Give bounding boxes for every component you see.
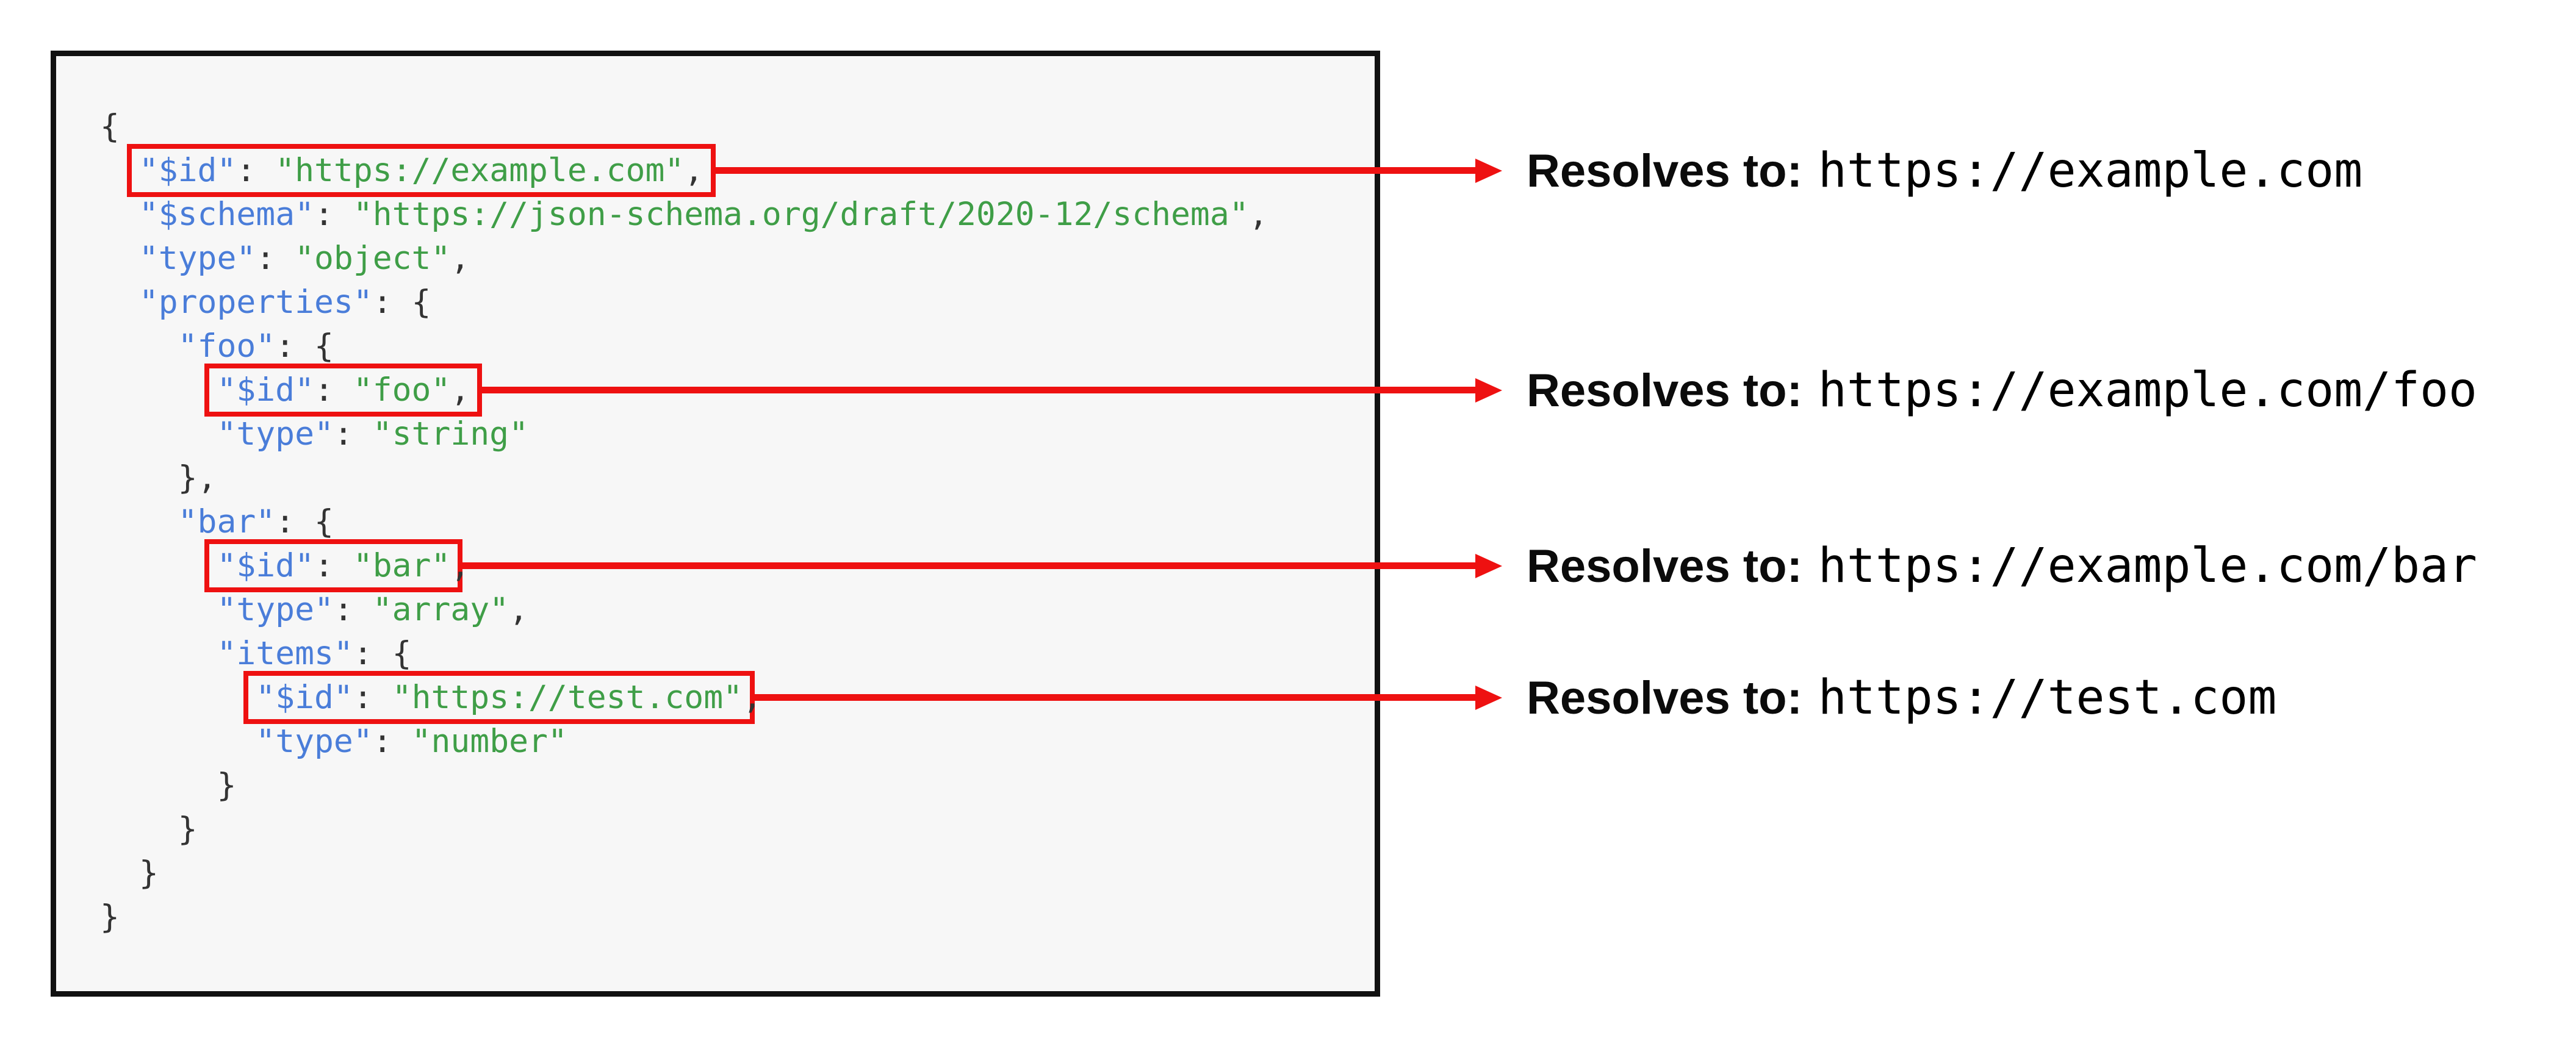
json-punctuation: : { — [275, 328, 334, 365]
json-key: "foo" — [178, 328, 276, 365]
code-line: "properties": { — [100, 281, 1375, 324]
json-string: "https://json-schema.org/draft/2020-12/s… — [353, 196, 1249, 233]
json-punctuation: : — [314, 196, 353, 233]
json-key: "$id" — [256, 679, 353, 716]
code-line: "$id": "https://example.com", — [100, 144, 1375, 197]
code-line: { — [100, 105, 1375, 149]
json-string: "array" — [372, 591, 509, 628]
json-punctuation: }, — [178, 459, 217, 496]
code-line: "type": "array", — [100, 588, 1375, 632]
highlight-box-2: "$id": "bar" — [204, 539, 463, 592]
json-punctuation: : — [372, 723, 412, 760]
json-punctuation: : { — [275, 503, 334, 540]
code-line: } — [100, 895, 1375, 939]
code-line: "$schema": "https://json-schema.org/draf… — [100, 193, 1375, 237]
annotation-row-0: Resolves to:https://example.com — [1527, 147, 2362, 195]
json-punctuation: , — [1248, 196, 1268, 233]
code-line: "$id": "foo", — [100, 364, 1375, 417]
annotation-url: https://example.com/foo — [1818, 362, 2478, 418]
highlight-box-3: "$id": "https://test.com" — [243, 671, 755, 724]
annotation-label: Resolves to: — [1527, 672, 1802, 724]
code-line: "type": "object", — [100, 237, 1375, 281]
json-key: "type" — [256, 723, 373, 760]
annotation-row-2: Resolves to:https://example.com/bar — [1527, 542, 2477, 590]
json-key: "type" — [217, 415, 334, 453]
json-key: "$schema" — [139, 196, 315, 233]
resolve-arrow-line-1 — [477, 387, 1477, 393]
json-punctuation: : — [314, 547, 353, 584]
json-string: "https://test.com" — [392, 679, 743, 716]
json-punctuation: : — [353, 679, 392, 716]
arrow-right-icon — [1475, 158, 1502, 183]
json-string: "object" — [295, 240, 451, 277]
code-line: } — [100, 851, 1375, 895]
code-line: "type": "number" — [100, 720, 1375, 764]
highlight-box-0: "$id": "https://example.com", — [126, 144, 716, 197]
json-punctuation: } — [139, 855, 159, 892]
arrow-right-icon — [1475, 378, 1502, 403]
json-punctuation: { — [100, 108, 120, 145]
json-punctuation: : — [333, 591, 373, 628]
json-key: "$id" — [217, 371, 314, 409]
json-key: "properties" — [139, 284, 373, 321]
json-punctuation: : — [333, 415, 373, 453]
json-punctuation: , — [509, 591, 529, 628]
json-punctuation: } — [100, 898, 120, 936]
json-punctuation: : { — [353, 635, 412, 672]
json-string: "foo" — [353, 371, 451, 409]
annotation-url: https://example.com — [1818, 143, 2363, 198]
annotation-row-3: Resolves to:https://test.com — [1527, 674, 2276, 722]
json-key: "type" — [217, 591, 334, 628]
json-string: "string" — [372, 415, 529, 453]
resolve-arrow-line-3 — [750, 694, 1477, 701]
code-line: "foo": { — [100, 324, 1375, 368]
json-punctuation: : — [256, 240, 295, 277]
code-line: "bar": { — [100, 500, 1375, 544]
json-key: "$id" — [139, 152, 237, 189]
highlight-box-1: "$id": "foo", — [204, 364, 483, 417]
resolve-arrow-line-0 — [711, 167, 1477, 174]
json-string: "bar" — [353, 547, 451, 584]
code-line: "$id": "https://test.com", — [100, 671, 1375, 724]
annotation-row-1: Resolves to:https://example.com/foo — [1527, 367, 2477, 414]
arrow-right-icon — [1475, 553, 1502, 578]
json-punctuation: } — [217, 767, 237, 804]
resolve-arrow-line-2 — [458, 562, 1477, 569]
annotation-label: Resolves to: — [1527, 145, 1802, 197]
annotation-url: https://example.com/bar — [1818, 538, 2478, 593]
json-key: "items" — [217, 635, 353, 672]
arrow-right-icon — [1475, 685, 1502, 710]
annotation-label: Resolves to: — [1527, 364, 1802, 417]
code-line: }, — [100, 456, 1375, 500]
annotation-label: Resolves to: — [1527, 540, 1802, 592]
json-punctuation: : — [314, 371, 353, 409]
json-code-block: { "$id": "https://example.com", "$schema… — [56, 56, 1375, 939]
json-string: "https://example.com" — [275, 152, 685, 189]
code-line: "items": { — [100, 632, 1375, 676]
code-line: } — [100, 764, 1375, 808]
json-punctuation: : { — [372, 284, 431, 321]
json-string: "number" — [411, 723, 567, 760]
json-punctuation: : — [236, 152, 276, 189]
code-line: } — [100, 808, 1375, 851]
json-punctuation: , — [684, 152, 704, 189]
code-panel: { "$id": "https://example.com", "$schema… — [51, 51, 1380, 997]
code-line: "$id": "bar", — [100, 539, 1375, 592]
json-punctuation: , — [450, 371, 470, 409]
annotation-url: https://test.com — [1818, 670, 2277, 725]
json-key: "bar" — [178, 503, 276, 540]
json-punctuation: } — [178, 811, 198, 848]
json-key: "type" — [139, 240, 256, 277]
json-key: "$id" — [217, 547, 314, 584]
json-punctuation: , — [450, 240, 470, 277]
code-line: "type": "string" — [100, 412, 1375, 456]
